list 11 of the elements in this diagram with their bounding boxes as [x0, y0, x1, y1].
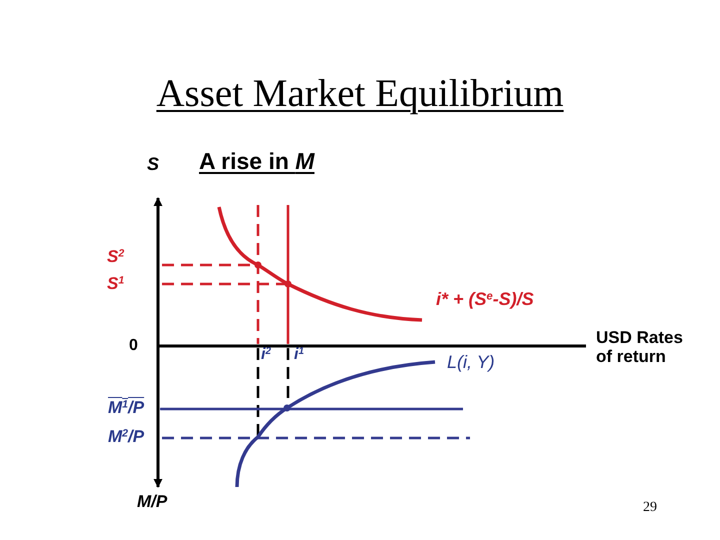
axis-value-label: S$^{1}$ — [107, 275, 124, 292]
slide-title: Asset Market Equilibrium — [156, 72, 564, 115]
axis-label: USD Rates of return — [596, 329, 684, 366]
subtitle: A rise in M — [199, 150, 314, 173]
axis-label: M/P — [137, 493, 168, 510]
page-number: 29 — [643, 501, 657, 515]
axis-value-label: M$^{1}$/P — [108, 399, 144, 416]
axis-label: S — [147, 155, 160, 173]
axis-value-label: S$^{2}$ — [107, 248, 124, 265]
axis-value-label: 0 — [129, 338, 138, 354]
axis-value-label: M$^{2}$/P — [108, 428, 144, 445]
